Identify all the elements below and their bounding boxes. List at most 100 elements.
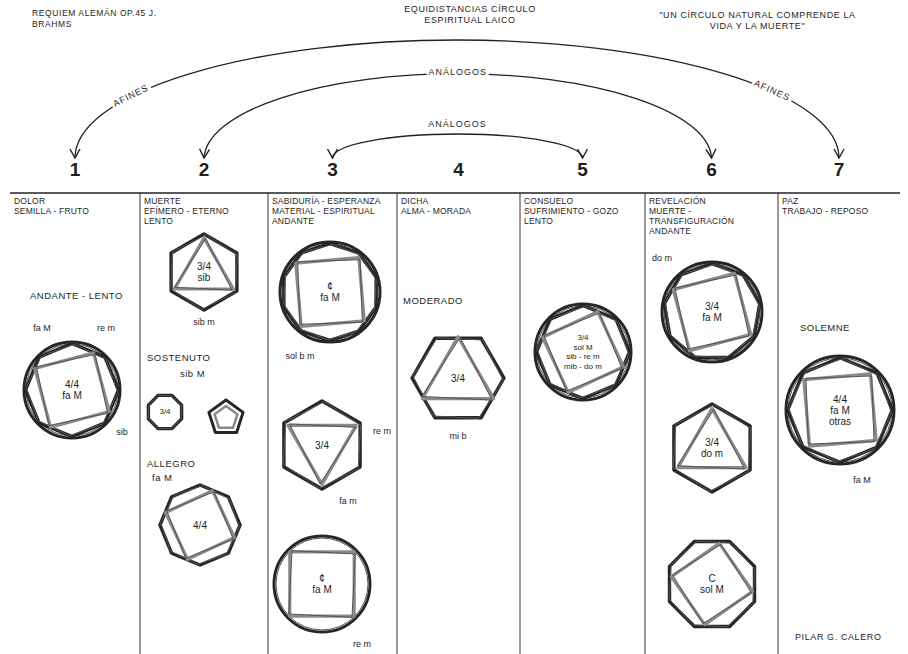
edge-label: AFINES <box>110 82 153 111</box>
polygon-sketch <box>26 344 117 435</box>
polygon-sketch <box>284 401 360 489</box>
polygon-sketch <box>537 306 630 399</box>
meter-key: 3/4 <box>159 407 170 417</box>
polygon-sketch <box>160 485 240 565</box>
key-label: re m <box>97 323 115 333</box>
movement-title: ANDANTE <box>649 226 774 236</box>
movement-title: EFÍMERO - ETERNO <box>144 206 264 216</box>
polygon-sketch <box>283 402 360 489</box>
movement-title: SUFRIMIENTO - GOZO <box>524 206 641 216</box>
meter-key: do m <box>701 448 723 459</box>
key-label: re m <box>373 426 391 436</box>
arc-label: AFINES <box>751 78 794 106</box>
movement-title: DICHA <box>401 196 516 206</box>
meter-key: 3/4 <box>315 440 329 451</box>
movement-number: 5 <box>520 160 645 180</box>
polygon-sketch <box>284 244 376 341</box>
key-label: fa M <box>33 323 51 333</box>
meter-key: fa M <box>312 584 331 595</box>
key-polygon: 4/4fa Motrasfa M <box>784 354 896 466</box>
polygon-center: 4/4fa Motras <box>784 354 896 466</box>
arc-connector <box>333 134 583 158</box>
polygon-center: 4/4 <box>158 483 242 567</box>
title: REQUIEM ALEMÁN OP.45 J. BRAHMS <box>32 8 157 30</box>
circle-sketch <box>535 304 631 400</box>
movement-title: MATERIAL - ESPIRITUAL <box>272 206 393 216</box>
key-polygon: 3/4do m <box>666 402 758 494</box>
circle-sketch <box>282 244 378 340</box>
polygon-sketch <box>290 424 357 484</box>
tempo-label: fa M <box>152 472 172 483</box>
polygon-sketch <box>175 238 234 289</box>
column-heading: MUERTEEFÍMERO - ETERNOLENTO <box>144 196 264 226</box>
polygon-sketch <box>296 258 365 327</box>
polygon-sketch <box>670 542 755 627</box>
movement-title: ANDANTE <box>272 216 393 226</box>
polygon-center: 3/4sol Msib - re mmib - do m <box>533 302 633 402</box>
key-polygon: 3/4fa Mdo m <box>660 260 764 364</box>
polygon-center: 3/4do m <box>666 402 758 494</box>
meter-key: sib - re m <box>566 352 599 362</box>
meter-key: 3/4 <box>705 437 719 448</box>
tempo-label: SOSTENUTO <box>147 352 210 363</box>
circle-sketch <box>24 342 120 438</box>
movement-title: MUERTE - TRANSFIGURACIÓN <box>649 206 774 226</box>
edge-label: ANÁLOGOS <box>426 67 489 78</box>
polygon-sketch <box>673 405 750 492</box>
key-polygon: 3/4 <box>145 392 185 432</box>
key-polygon: ¢fa Msol b m <box>278 240 382 344</box>
key-polygon: 3/4mi b <box>410 330 506 426</box>
polygon-center: Csol M <box>664 536 760 632</box>
meter-key: mib - do m <box>564 362 602 372</box>
meter-key: sol M <box>700 584 724 595</box>
polygon-sketch <box>673 545 752 624</box>
movement-title: MUERTE <box>144 196 264 206</box>
key-polygon: 4/4 <box>158 483 242 567</box>
movement-title: ALMA - MORADA <box>401 206 516 216</box>
column-heading: DICHAALMA - MORADA <box>401 196 516 216</box>
polygon-sketch <box>675 275 749 349</box>
polygon-sketch <box>422 337 493 399</box>
polygon-sketch <box>664 264 759 358</box>
movement-title: SABIDURÍA - ESPERANZA <box>272 196 393 206</box>
polygon-sketch <box>174 239 232 291</box>
polygon-sketch <box>422 338 492 401</box>
key-label: fa m <box>339 496 357 506</box>
movement-number: 4 <box>397 160 520 180</box>
tempo-label: sib M <box>180 368 205 379</box>
polygon-sketch <box>544 313 622 391</box>
edge-label: ANÁLOGOS <box>426 119 489 130</box>
circle-sketch <box>26 344 118 436</box>
polygon-center: 4/4fa M <box>22 340 122 440</box>
polygon-sketch <box>669 541 754 626</box>
polygon-center: 3/4sib <box>164 232 244 312</box>
polygon-sketch <box>543 312 624 393</box>
polygon-sketch <box>26 344 119 437</box>
circle-sketch <box>280 242 380 342</box>
column-divider <box>778 193 779 654</box>
key-polygon: 3/4sibsib m <box>164 232 244 312</box>
note-label: EQUIDISTANCIAS CÍRCULO ESPIRITUAL LAICO <box>390 4 550 26</box>
column-divider <box>397 193 398 654</box>
movement-title: TRABAJO - REPOSO <box>782 206 896 216</box>
polygon-sketch <box>671 543 752 624</box>
meter-key: C <box>708 573 715 584</box>
polygon-sketch <box>35 353 109 427</box>
key-label: sib <box>116 427 128 437</box>
polygon-center: ¢fa M <box>278 240 382 344</box>
circle-sketch <box>786 356 894 464</box>
meter-key: sib <box>198 272 211 283</box>
movement-number: 6 <box>645 160 778 180</box>
pentagon-sketch <box>215 406 238 428</box>
circle-sketch <box>274 536 370 632</box>
column-divider <box>520 193 521 654</box>
polygon-sketch <box>298 260 363 325</box>
key-polygon: 3/4re mfa m <box>276 399 368 491</box>
circle-sketch <box>662 262 762 362</box>
meter-key: fa M <box>320 292 339 303</box>
circle-sketch <box>276 538 368 630</box>
movement-title: PAZ <box>782 196 896 206</box>
meter-key: fa M <box>702 312 721 323</box>
